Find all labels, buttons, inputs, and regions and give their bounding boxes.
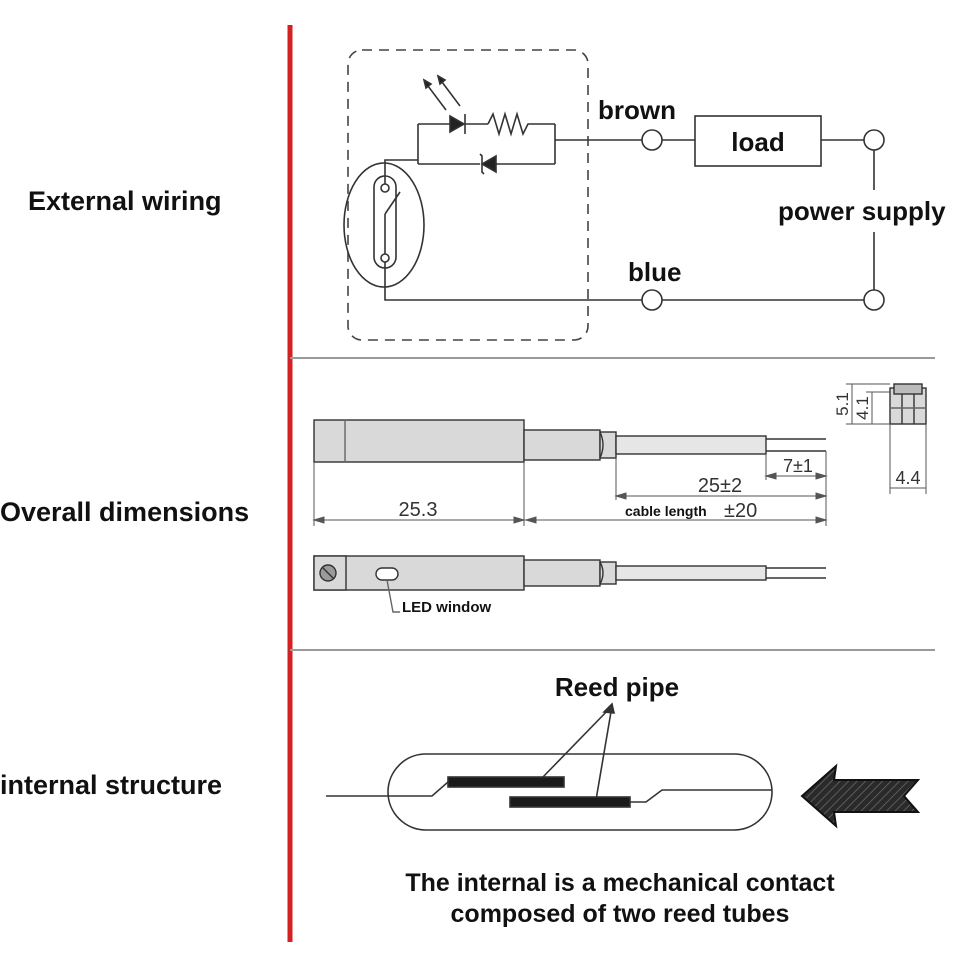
blue-terminal [641,289,663,311]
sensor-side-view [313,419,826,463]
power-supply-bottom-terminal [863,289,885,311]
internal-structure-caption: The internal is a mechanical contact com… [300,868,940,930]
reed-pipe-label: Reed pipe [555,672,679,702]
dim-height-5-1: 5.1 [833,392,852,416]
cable-side [615,435,767,455]
section-label-internal-structure: internal structure [0,770,223,800]
dimension-lines-end [846,383,927,494]
brown-terminal [641,129,663,151]
magnet-direction-arrow-icon [800,763,921,829]
dim-strip-7: 7±1 [783,456,813,476]
led-window-label: LED window [402,599,491,616]
reed-blade-upper [447,776,565,788]
sensor-top-view [313,555,826,613]
dim-width-4-4: 4.4 [895,468,920,488]
power-supply-label: power supply [778,196,946,226]
power-supply-top-terminal [863,129,885,151]
section-label-external-wiring: External wiring [28,186,222,216]
load-label: load [731,127,784,157]
reed-tube-assembly [326,753,773,831]
sensor-body-side [313,419,525,463]
dim-cable-length-label: cable length [625,503,707,519]
load-box [694,115,822,167]
brown-wire-label: brown [598,95,676,125]
led-window-slot [375,567,399,581]
caption-line-2: composed of two reed tubes [450,900,790,928]
dim-cable-25: 25±2 [698,475,742,497]
section-label-overall-dimensions: Overall dimensions [0,497,250,527]
reed-blade-lower [509,796,631,808]
blue-wire-label: blue [628,257,681,287]
dimension-lines-side [312,451,828,526]
reed-switch-ellipse [343,162,425,288]
switch-enclosure-dashed [347,49,589,341]
dim-height-4-1: 4.1 [853,396,872,420]
wiring-diagram [343,49,885,341]
reed-pipe-leaders [541,702,616,801]
reed-glass-capsule [387,753,773,831]
dim-cable-length-tol: ±20 [724,500,757,522]
dim-body-length: 25.3 [399,499,438,521]
sensor-body-top [313,555,525,591]
sensor-end-view [889,383,927,425]
caption-line-1: The internal is a mechanical contact [405,869,835,897]
